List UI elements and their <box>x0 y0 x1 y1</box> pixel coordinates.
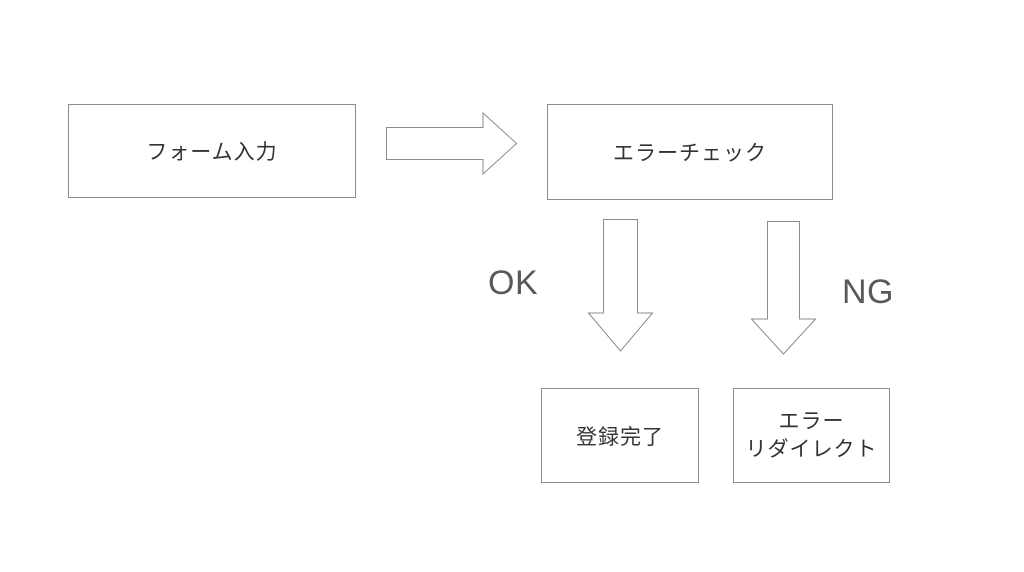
node-form-input-label: フォーム入力 <box>146 141 278 164</box>
node-error-check-label: エラーチェック <box>613 142 767 165</box>
node-error-check: エラーチェック <box>547 104 833 200</box>
node-error-redirect-line2: リダイレクト <box>745 437 878 461</box>
flow-arrow-down-ng-shape <box>750 221 817 355</box>
edge-label-ng: NG <box>842 273 894 311</box>
flow-arrow-right-icon <box>386 112 518 176</box>
edge-label-ok: OK <box>488 264 539 302</box>
node-registration-complete: 登録完了 <box>541 388 699 483</box>
flow-arrow-right-shape <box>386 112 518 176</box>
flow-arrow-down-ok-icon <box>587 219 654 352</box>
node-error-redirect-line1: エラー <box>778 409 845 433</box>
node-error-redirect-label: エラー リダイレクト <box>746 408 878 464</box>
flow-arrow-down-ok-shape <box>587 219 654 352</box>
node-registration-complete-label: 登録完了 <box>576 425 664 449</box>
node-form-input: フォーム入力 <box>68 104 356 198</box>
flow-arrow-down-ng-icon <box>750 221 817 355</box>
node-error-redirect: エラー リダイレクト <box>733 388 890 483</box>
